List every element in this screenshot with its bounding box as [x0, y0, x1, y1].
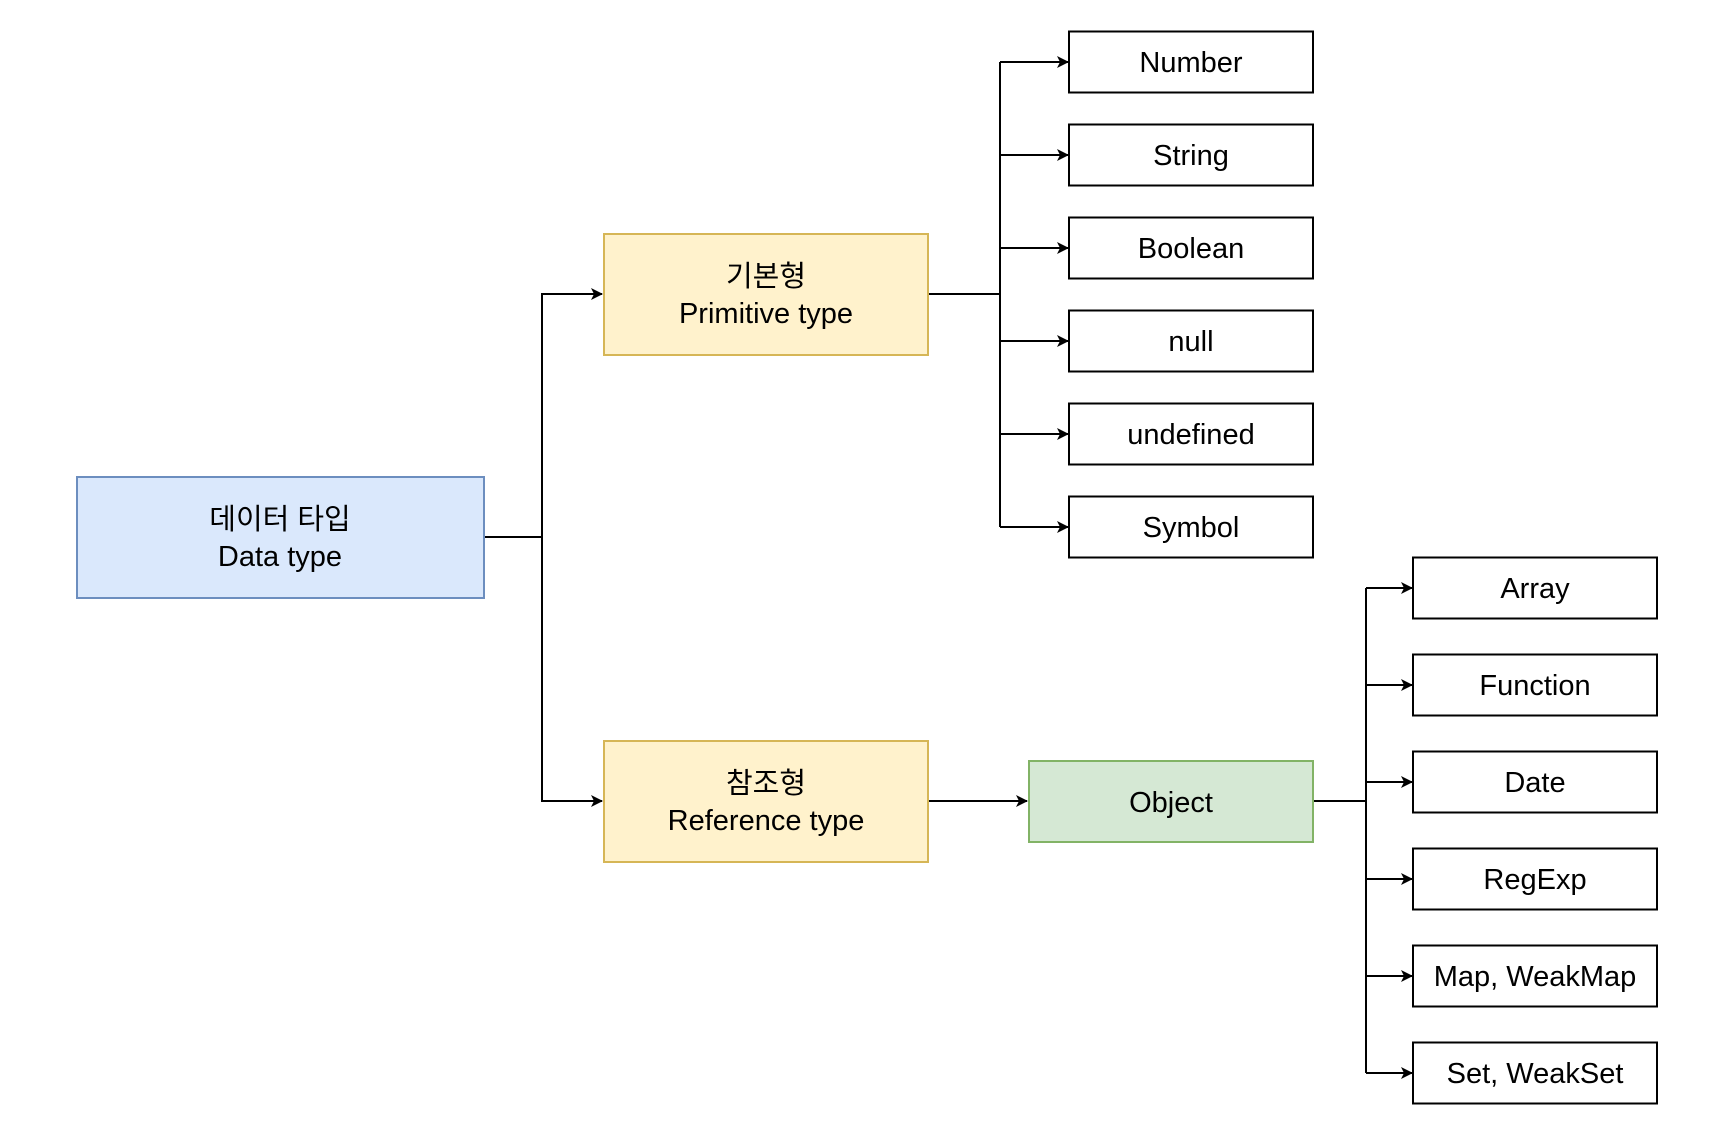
type-label-date: Date [1504, 767, 1565, 799]
edge-root-to-reference [541, 537, 603, 807]
connector-lines [484, 56, 1413, 1079]
type-label-boolean: Boolean [1138, 233, 1244, 265]
type-box-map-weakmap: Map, WeakMap [1412, 944, 1658, 1008]
type-label-regexp: RegExp [1483, 864, 1586, 896]
type-label-undefined: undefined [1127, 419, 1254, 451]
type-box-boolean: Boolean [1068, 216, 1314, 280]
type-box-date: Date [1412, 750, 1658, 814]
node-object: Object [1028, 760, 1314, 843]
type-box-null: null [1068, 309, 1314, 373]
type-box-number: Number [1068, 30, 1314, 94]
type-label-array: Array [1500, 573, 1570, 605]
type-label-map-weakmap: Map, WeakMap [1434, 961, 1637, 993]
type-box-symbol: Symbol [1068, 495, 1314, 559]
edge-root-to-primitive [541, 288, 603, 537]
type-box-array: Array [1412, 556, 1658, 620]
type-label-function: Function [1479, 670, 1590, 702]
node-primitive-type: 기본형 Primitive type [603, 233, 929, 356]
node-reference-korean-label: 참조형 [726, 767, 806, 800]
node-data-type-english-label: Data type [218, 541, 342, 573]
type-box-regexp: RegExp [1412, 847, 1658, 911]
type-box-undefined: undefined [1068, 402, 1314, 466]
type-label-number: Number [1139, 47, 1242, 79]
node-data-type: 데이터 타입 Data type [76, 476, 485, 599]
type-box-function: Function [1412, 653, 1658, 717]
type-label-null: null [1168, 326, 1213, 358]
type-box-string: String [1068, 123, 1314, 187]
node-object-label: Object [1129, 787, 1213, 819]
node-primitive-korean-label: 기본형 [726, 260, 806, 293]
node-reference-type: 참조형 Reference type [603, 740, 929, 863]
node-data-type-korean-label: 데이터 타입 [209, 503, 350, 536]
type-label-symbol: Symbol [1143, 512, 1240, 544]
type-label-set-weakset: Set, WeakSet [1447, 1058, 1624, 1090]
type-label-string: String [1153, 140, 1229, 172]
type-box-set-weakset: Set, WeakSet [1412, 1041, 1658, 1105]
node-reference-english-label: Reference type [668, 805, 865, 837]
node-primitive-english-label: Primitive type [679, 298, 853, 330]
